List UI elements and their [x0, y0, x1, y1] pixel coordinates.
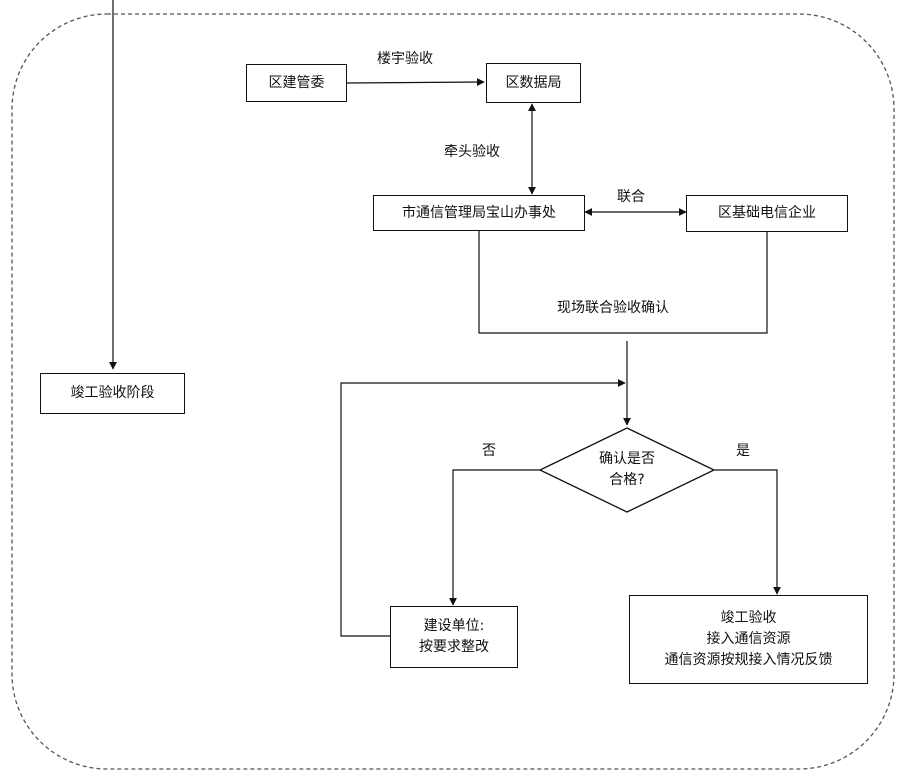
- label-joint: 联合: [617, 189, 645, 205]
- joint-confirm-bracket: [478, 231, 768, 334]
- label-building-acceptance: 楼宇验收: [377, 51, 433, 67]
- node-district-construction-label: 区建管委: [268, 74, 325, 91]
- decision-line2: 合格?: [609, 472, 645, 488]
- node-district-data-bureau-label: 区数据局: [505, 74, 562, 91]
- node-final-acceptance: 竣工验收 接入通信资源 通信资源按规接入情况反馈: [629, 595, 868, 684]
- decision-text: 确认是否 合格?: [587, 449, 667, 491]
- decision-line1: 确认是否: [599, 451, 655, 467]
- label-lead-acceptance: 牵头验收: [444, 144, 500, 160]
- stage-frame: [11, 13, 895, 770]
- decision-diamond: [538, 427, 716, 513]
- label-yes: 是: [736, 443, 750, 459]
- label-no: 否: [482, 443, 496, 459]
- arrow-rectify-loop: [340, 379, 626, 637]
- node-rectify-line1: 建设单位:: [423, 618, 485, 634]
- node-district-telecom-label: 区基础电信企业: [718, 205, 816, 221]
- node-district-telecom: 区基础电信企业: [686, 195, 848, 232]
- node-baoshan-office-label: 市通信管理局宝山办事处: [402, 204, 556, 221]
- arrow-construction-to-data-bureau: [346, 78, 485, 87]
- node-district-construction: 区建管委: [246, 64, 347, 102]
- node-completion-stage-label: 竣工验收阶段: [70, 385, 155, 401]
- node-final-line3: 通信资源按规接入情况反馈: [664, 652, 833, 668]
- node-baoshan-office: 市通信管理局宝山办事处: [373, 195, 585, 231]
- label-joint-confirm: 现场联合验收确认: [557, 300, 669, 316]
- node-rectify-line2: 按要求整改: [419, 639, 489, 655]
- node-final-line2: 接入通信资源: [706, 631, 791, 647]
- node-rectify: 建设单位: 按要求整改: [390, 606, 518, 668]
- arrow-no-branch: [449, 469, 540, 606]
- node-district-data-bureau: 区数据局: [486, 63, 581, 103]
- arrow-yes-branch: [714, 469, 781, 595]
- node-final-line1: 竣工验收: [720, 610, 777, 626]
- node-completion-stage: 竣工验收阶段: [40, 373, 185, 414]
